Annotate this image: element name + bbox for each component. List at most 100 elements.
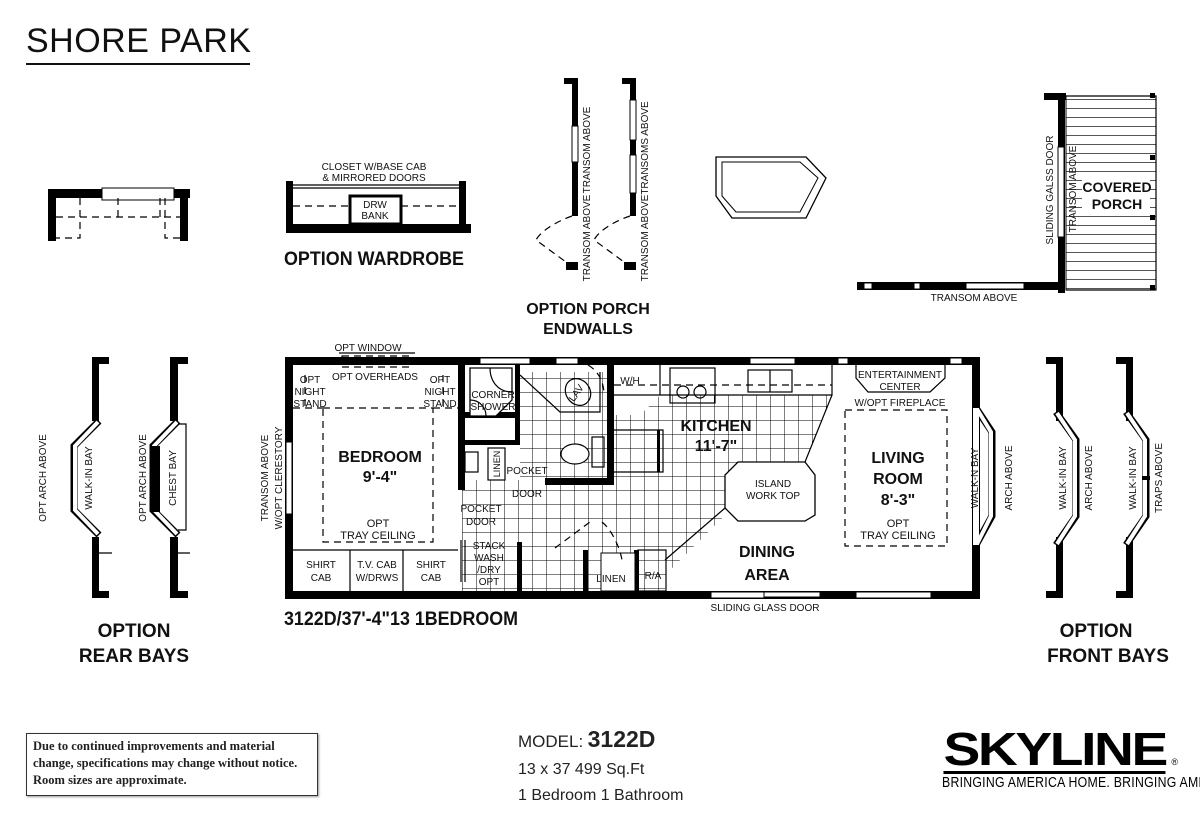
plan-label: WALK-IN BAY [1128, 446, 1139, 510]
logo-brand: SKYLINE [943, 723, 1169, 775]
plan-label: NIGHT [294, 387, 325, 398]
plan-label: TRANSOM ABOVE [582, 194, 593, 281]
plan-label: WALK-IN BAY [1058, 446, 1069, 510]
model-dimensions: 13 x 37 499 Sq.Ft [518, 761, 645, 778]
plan-label: OPTION [1060, 621, 1133, 642]
plan-label: COVERED [1082, 179, 1151, 195]
plan-label: OPT [479, 577, 500, 588]
plan-label: SHOWER [471, 402, 516, 413]
option-rear-bays: OPT ARCH ABOVE WALK-IN BAY OPT ARCH ABOV… [38, 357, 190, 667]
plan-label: DRW [363, 200, 387, 211]
plan-label: 8'-3" [881, 492, 916, 509]
plan-label: REAR BAYS [79, 646, 189, 667]
plan-label: TRANSOM ABOVE [260, 434, 271, 521]
plan-label: PORCH [1092, 196, 1143, 212]
plan-label: TRAPS ABOVE [1154, 443, 1165, 513]
plan-label: OPTION [98, 621, 171, 642]
plan-label: WALK-N BAY [970, 447, 981, 508]
plan-label: TRANSOMS ABOVE [640, 101, 651, 195]
model-label: MODEL: [518, 732, 584, 751]
plan-label: ENTERTAINMENT [858, 370, 942, 381]
plan-label: 9'-4" [363, 469, 398, 486]
plan-label: ARCH ABOVE [1004, 445, 1015, 510]
plan-label: CENTER [879, 382, 920, 393]
plan-label: POCKET [506, 466, 547, 477]
plan-label: SLIDING GALSS DOOR [1045, 136, 1056, 245]
plan-label: WALK-IN BAY [84, 446, 95, 510]
plan-label: LIVING [871, 450, 924, 467]
disclaimer-box: Due to continued improvements and materi… [26, 733, 318, 796]
model-number: 3122D [587, 726, 656, 752]
option-wardrobe-title: OPTION WARDROBE [284, 249, 464, 270]
plan-label: NIGHT [424, 387, 455, 398]
plan-label: W/OPT FIREPLACE [855, 398, 946, 409]
plan-label: T.V. CAB [357, 560, 397, 571]
registered-mark-icon: ® [1171, 757, 1178, 767]
plan-label: KITCHEN [680, 418, 751, 435]
page-title: SHORE PARK [26, 22, 252, 60]
plan-label: SLIDING GLASS DOOR [711, 603, 820, 614]
plan-label: 11'-7" [695, 438, 738, 455]
option-bedroom-end-alt [48, 187, 190, 241]
plan-label: TRANSOM ABOVE [582, 106, 593, 193]
plan-label: /DRY [477, 565, 501, 576]
plan-label: OPTION PORCH [526, 301, 650, 318]
plan-label: W/H [620, 376, 639, 387]
option-covered-porch: SLIDING GALSS DOOR TRANSOM ABOVE COVERED… [857, 93, 1157, 304]
plan-label: OPT OVERHEADS [332, 372, 418, 383]
option-wardrobe: CLOSET W/BASE CAB & MIRRORED DOORS DRW B… [284, 162, 471, 270]
plan-label: CLOSET W/BASE CAB [322, 162, 427, 173]
option-fireplace-shape [715, 156, 827, 219]
plan-label: DOOR [466, 517, 496, 528]
plan-label: BANK [361, 211, 389, 222]
plan-label: DOOR [512, 489, 542, 500]
plan-label: TRANSOM ABOVE [1068, 145, 1079, 232]
plan-label: LINEN [492, 451, 502, 478]
plan-label: ENDWALLS [543, 321, 633, 338]
plan-label: DINING [739, 544, 795, 561]
plan-label: TRANSOM ABOVE [931, 293, 1018, 304]
option-front-bays: WALK-IN BAY ARCH ABOVE WALK-IN BAY TRAPS… [1046, 357, 1169, 667]
plan-label: R/A [645, 571, 662, 582]
option-porch-endwalls: TRANSOM ABOVE TRANSOM ABOVE TRANSOMS ABO… [526, 78, 651, 338]
plan-label: LINEN [596, 574, 625, 585]
plan-label: FRONT BAYS [1047, 646, 1169, 667]
plan-label: W/DRWS [356, 573, 399, 584]
plan-label: CAB [421, 573, 442, 584]
plan-label: STACK [473, 541, 506, 552]
plan-label: OPT [430, 375, 451, 386]
plan-label: W/OPT CLERESTORY [274, 426, 285, 529]
plan-label: OPT [367, 518, 390, 530]
plan-label: OPT [887, 518, 910, 530]
tile-floor [462, 395, 832, 598]
model-info: MODEL: 3122D 13 x 37 499 Sq.Ft 1 Bedroom… [518, 726, 683, 805]
plan-label: TRAY CEILING [860, 530, 935, 542]
plan-label: TRANSOM ABOVE [640, 194, 651, 281]
logo-tagline: BRINGING AMERICA HOME. BRINGING AMERICA … [941, 774, 1200, 791]
plan-label: CHEST BAY [168, 450, 179, 506]
plan-label: CAB [311, 573, 332, 584]
plan-label: AREA [744, 567, 790, 584]
plan-label: OPT WINDOW [334, 343, 402, 354]
plan-caption: 3122D/37'-4"13 1BEDROOM [284, 609, 518, 630]
plan-label: OPT [300, 375, 321, 386]
title-underline [26, 63, 250, 65]
plan-label: STAND [423, 399, 456, 410]
plan-label: WASH [474, 553, 504, 564]
skyline-logo: SKYLINE ® BRINGING AMERICA HOME. BRINGIN… [930, 723, 1200, 792]
plan-label: TRAY CEILING [340, 530, 415, 542]
plan-label: STAND [293, 399, 326, 410]
plan-label: POCKET [460, 504, 501, 515]
plan-label: BEDROOM [338, 449, 422, 466]
model-rooms: 1 Bedroom 1 Bathroom [518, 787, 684, 804]
plan-label: SHIRT [306, 560, 336, 571]
plan-label: ROOM [873, 471, 923, 488]
plan-label: CORNER [471, 390, 514, 401]
plan-label: ARCH ABOVE [1084, 445, 1095, 510]
plan-label: SHIRT [416, 560, 446, 571]
plan-label: WORK TOP [746, 491, 800, 502]
plan-label: & MIRRORED DOORS [322, 173, 426, 184]
main-floor-plan: OPT WINDOW OPT OVERHEADS OPT NIGHT STAND… [260, 343, 1015, 630]
